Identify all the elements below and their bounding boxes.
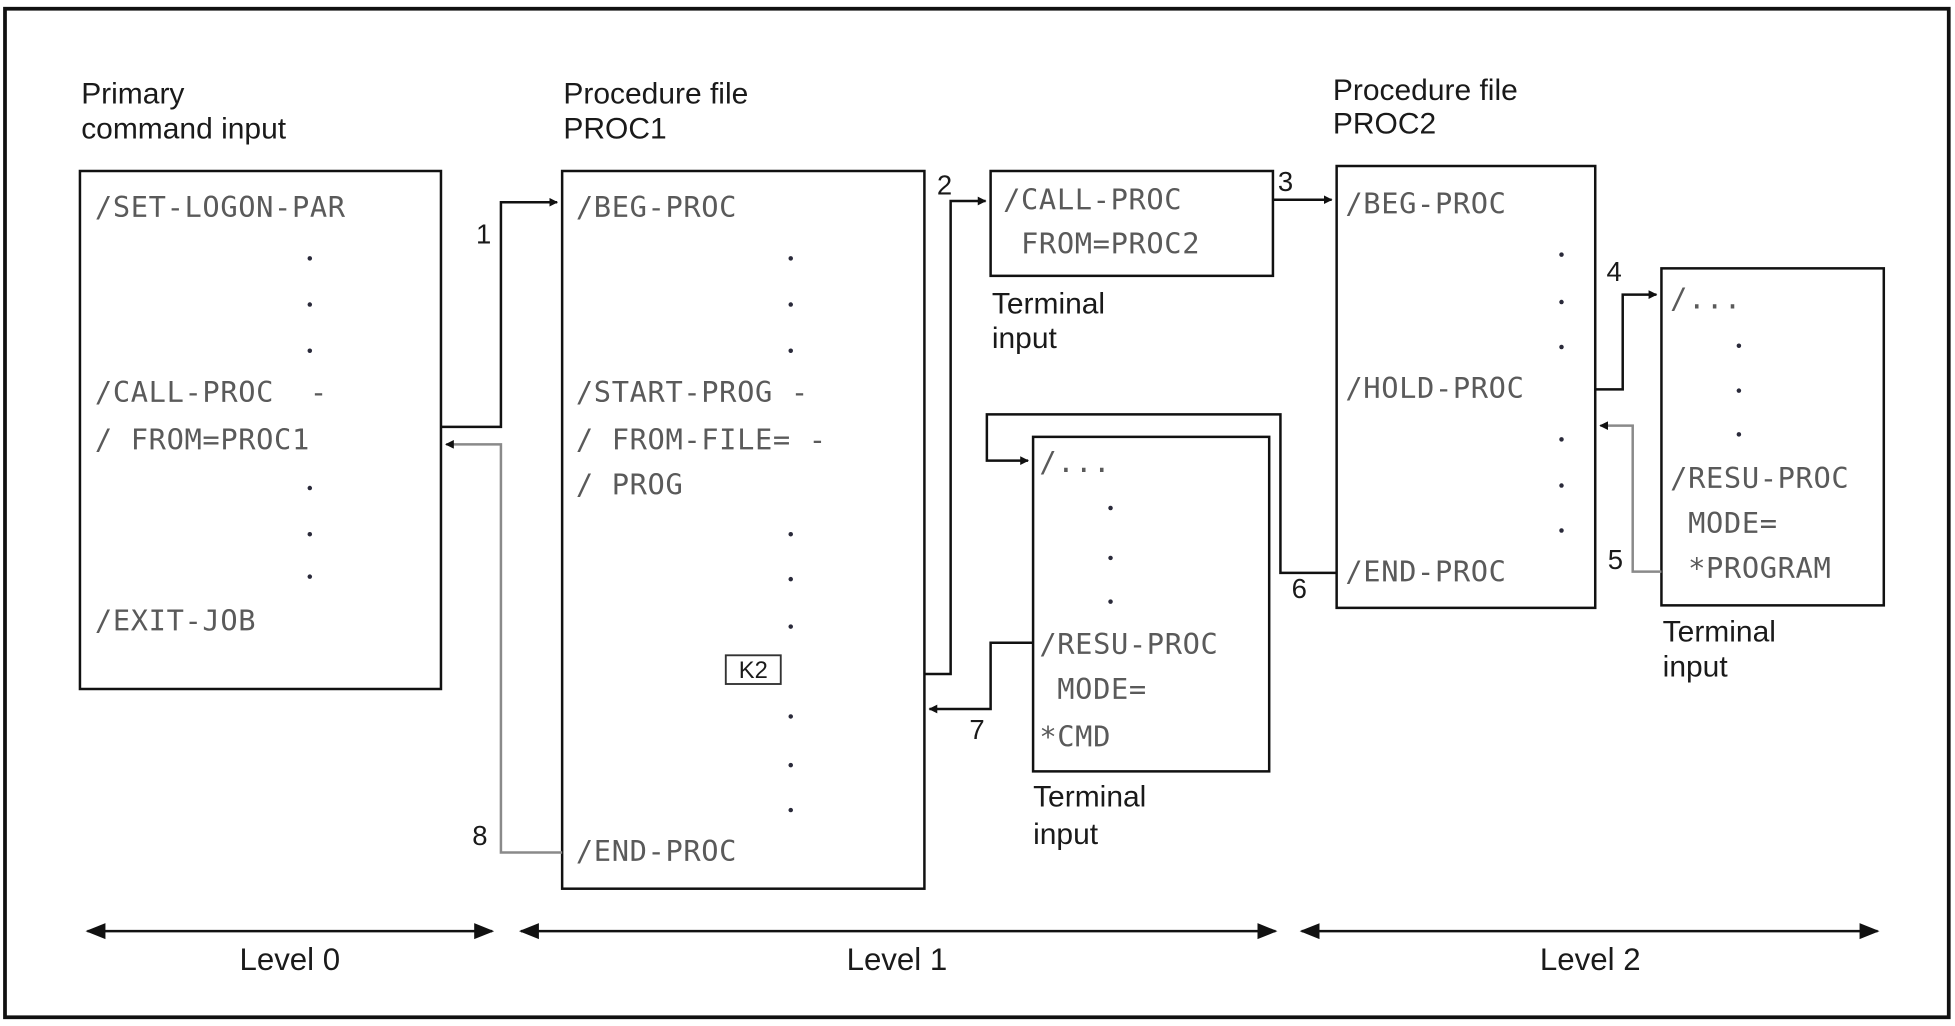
ellipsis-dot [307, 302, 313, 307]
proc2-heading-line1: Procedure file [1333, 74, 1518, 107]
level-2-label: Level 2 [1540, 942, 1641, 977]
code-line: MODE= [1039, 672, 1146, 706]
terminal-call-box [989, 169, 1275, 278]
connector-step-7 [928, 641, 1034, 714]
terminal-resume-cmd-caption-line1: Terminal [1033, 780, 1146, 813]
code-line: MODE= [1670, 506, 1777, 540]
code-line: /SET-LOGON-PAR [95, 190, 346, 224]
proc2-box [1335, 164, 1597, 610]
ellipsis-dot [1108, 505, 1113, 511]
step-label-3: 3 [1278, 166, 1293, 197]
step-label-2: 2 [937, 170, 952, 201]
primary-heading-line2: command input [81, 113, 287, 146]
primary-command-lines: /SET-LOGON-PAR/CALL-PROC - / FROM=PROC1/E… [95, 190, 346, 637]
terminal-resume-program-box [1660, 267, 1886, 607]
ellipsis-dot [788, 302, 793, 307]
step-label-4: 4 [1606, 256, 1621, 287]
code-line: /EXIT-JOB [95, 603, 256, 637]
ellipsis-dot [1736, 388, 1742, 393]
ellipsis-dot [788, 624, 793, 629]
ellipsis-dot [1736, 343, 1742, 348]
primary-heading-line1: Primary [81, 78, 184, 111]
ellipsis-dot [788, 807, 793, 813]
code-line: *CMD [1039, 719, 1111, 753]
proc1-lines: /BEG-PROC/START-PROG - / FROM-FILE= - / PR… [576, 190, 827, 868]
terminal-call-caption-line2: input [992, 322, 1058, 355]
ellipsis-dot [1559, 483, 1564, 488]
code-line: /CALL-PROC [1003, 183, 1182, 217]
code-line: /BEG-PROC [576, 190, 737, 224]
terminal-call-lines: /CALL-PROC FROM=PROC2 [1003, 183, 1200, 261]
step-label-7: 7 [969, 714, 984, 745]
ellipsis-dot [788, 348, 793, 353]
ellipsis-dot [1108, 555, 1113, 561]
connector-step-4 [1595, 290, 1658, 391]
connector-step-1 [440, 197, 559, 429]
code-line: FROM=PROC2 [1003, 226, 1200, 260]
terminal-call-caption-line1: Terminal [992, 287, 1105, 320]
step-label-5: 5 [1608, 544, 1623, 575]
ellipsis-dot [1559, 252, 1564, 257]
code-line: /CALL-PROC - [95, 375, 328, 409]
ellipsis-dot [788, 256, 793, 261]
code-line: /... [1039, 445, 1111, 479]
connector-step-6 [985, 413, 1337, 575]
ellipsis-dot [307, 348, 313, 353]
ellipsis-dot [1559, 344, 1564, 350]
proc1-heading-line1: Procedure file [563, 78, 748, 111]
k2-marker-frame [724, 654, 782, 685]
code-line: /RESU-PROC [1670, 461, 1849, 495]
code-line: / FROM=PROC1 [95, 422, 310, 456]
ellipsis-dot [788, 762, 793, 768]
ellipsis-dot [307, 574, 313, 579]
k2-marker-label: K2 [739, 658, 768, 684]
level-0-label: Level 0 [239, 942, 340, 977]
proc2-lines: /BEG-PROC/HOLD-PROC/END-PROC [1345, 186, 1564, 589]
proc1-heading-line2: PROC1 [563, 113, 666, 146]
terminal-resume-program-lines: /... /RESU-PROC MODE= *PROGRAM [1670, 281, 1849, 585]
ellipsis-dot [788, 714, 793, 719]
terminal-resume-cmd-caption-line2: input [1033, 818, 1099, 851]
code-line: /BEG-PROC [1345, 186, 1506, 220]
code-line: / PROG [576, 467, 683, 501]
code-line: /... [1670, 281, 1742, 315]
ellipsis-dot [1559, 299, 1564, 305]
terminal-resume-cmd-box [1031, 435, 1271, 773]
ellipsis-dot [307, 531, 313, 537]
step-label-6: 6 [1292, 573, 1307, 604]
ellipsis-dot [788, 576, 793, 582]
code-line: / FROM-FILE= - [576, 422, 827, 456]
step-label-1: 1 [476, 218, 491, 249]
connector-step-2 [924, 196, 987, 676]
ellipsis-dot [1736, 432, 1742, 437]
ellipsis-dot [1559, 437, 1564, 442]
code-line: *PROGRAM [1670, 551, 1831, 585]
connector-step-5 [1599, 421, 1662, 573]
ellipsis-dot [1108, 599, 1113, 604]
step-label-8: 8 [472, 820, 487, 851]
connector-step-8 [445, 439, 563, 854]
terminal-resume-cmd-lines: /... /RESU-PROC MODE= *CMD [1039, 445, 1218, 754]
ellipsis-dot [788, 531, 793, 537]
proc1-box [560, 169, 926, 890]
terminal-resume-program-caption-line2: input [1663, 651, 1729, 684]
code-line: /END-PROC [576, 834, 737, 868]
proc2-heading-line2: PROC2 [1333, 108, 1436, 141]
code-line: /HOLD-PROC [1345, 371, 1524, 405]
ellipsis-dot [307, 485, 313, 491]
ellipsis-dot [307, 256, 313, 261]
code-line: /START-PROG - [576, 375, 809, 409]
level-1-label: Level 1 [847, 942, 948, 977]
primary-command-box [78, 169, 443, 691]
k2-marker: K2 [724, 654, 782, 685]
code-line: /RESU-PROC [1039, 627, 1218, 661]
code-line: /END-PROC [1345, 555, 1506, 589]
ellipsis-dot [1559, 528, 1564, 533]
terminal-resume-program-caption-line1: Terminal [1663, 616, 1776, 649]
